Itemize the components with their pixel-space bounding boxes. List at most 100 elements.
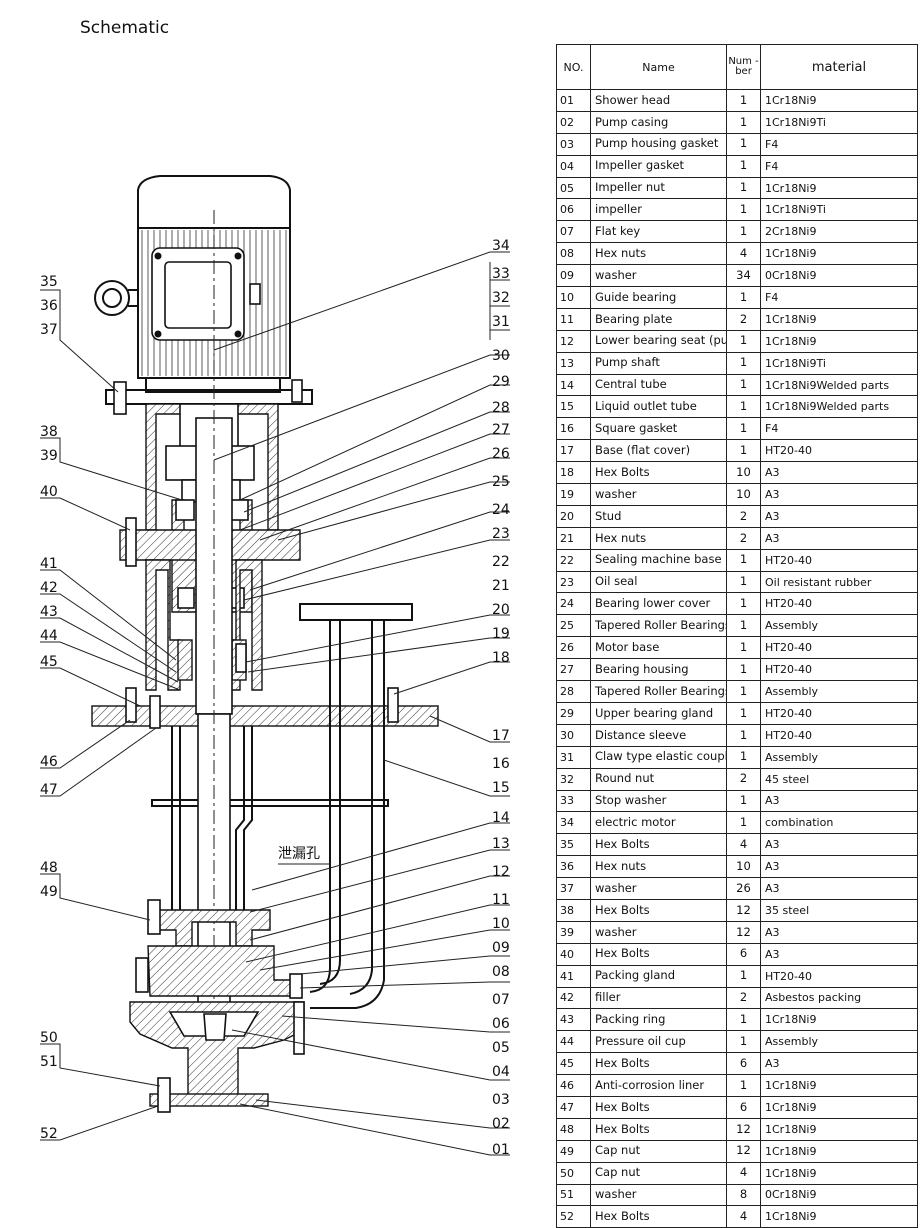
- cell-no: 07: [556, 220, 591, 244]
- cell-no: 42: [556, 986, 591, 1010]
- cell-number: 1: [726, 395, 761, 419]
- cell-name: Lower bearing seat (pump base): [590, 329, 727, 353]
- cell-no: 52: [556, 1205, 591, 1228]
- cell-material: 45 steel: [760, 767, 918, 791]
- header-number: Num -ber: [726, 44, 761, 90]
- cell-material: A3: [760, 483, 918, 506]
- cell-number: 1: [726, 548, 761, 572]
- cell-number: 34: [726, 264, 761, 288]
- pump-base: [135, 899, 303, 999]
- cell-no: 38: [556, 898, 591, 922]
- callout-03: 03: [492, 1092, 510, 1108]
- cell-no: 06: [556, 198, 591, 222]
- cell-material: HT20-40: [760, 723, 918, 747]
- cell-number: 1: [726, 723, 761, 747]
- base-flat-cover: [91, 687, 439, 807]
- central-tube: [171, 726, 253, 910]
- cell-material: A3: [760, 855, 918, 879]
- cell-number: 1: [726, 701, 761, 725]
- cell-name: Claw type elastic coupling: [590, 745, 727, 769]
- leak-hole-label: 泄漏孔: [278, 846, 320, 862]
- callout-18: 18: [492, 650, 510, 666]
- cell-material: 1Cr18Ni9: [760, 307, 918, 331]
- cell-no: 17: [556, 439, 591, 463]
- cell-material: A3: [760, 526, 918, 550]
- callout-06: 06: [492, 1016, 510, 1032]
- callout-42: 42: [40, 580, 58, 596]
- callout-14: 14: [492, 810, 510, 826]
- cell-no: 51: [556, 1183, 591, 1207]
- cell-name: electric motor: [590, 811, 727, 835]
- cell-no: 50: [556, 1161, 591, 1185]
- cell-number: 12: [726, 920, 761, 944]
- callout-50: 50: [40, 1030, 58, 1046]
- cell-number: 2: [726, 504, 761, 528]
- cell-no: 01: [556, 89, 591, 112]
- cell-name: washer: [590, 920, 727, 944]
- cell-no: 13: [556, 351, 591, 375]
- cell-material: A3: [760, 1052, 918, 1076]
- cell-material: 1Cr18Ni9: [760, 1161, 918, 1185]
- cell-number: 12: [726, 898, 761, 922]
- cell-name: Bearing plate: [590, 307, 727, 331]
- cell-material: F4: [760, 132, 918, 156]
- cell-material: A3: [760, 504, 918, 528]
- cell-name: Motor base: [590, 636, 727, 660]
- cell-number: 10: [726, 483, 761, 506]
- cell-no: 02: [556, 110, 591, 134]
- cell-no: 32: [556, 767, 591, 791]
- callout-51: 51: [40, 1054, 58, 1070]
- callout-45: 45: [40, 654, 58, 670]
- cell-no: 29: [556, 701, 591, 725]
- callout-48: 48: [40, 860, 58, 876]
- cell-name: Hex Bolts: [590, 833, 727, 857]
- callout-27: 27: [492, 422, 510, 438]
- cell-number: 1: [726, 570, 761, 594]
- cell-material: A3: [760, 833, 918, 857]
- cell-name: Packing ring: [590, 1008, 727, 1032]
- callout-25: 25: [492, 474, 510, 490]
- cell-material: HT20-40: [760, 658, 918, 682]
- cell-name: Hex nuts: [590, 242, 727, 266]
- callout-21: 21: [492, 578, 510, 594]
- callout-02: 02: [492, 1116, 510, 1132]
- cell-name: washer: [590, 264, 727, 288]
- cell-no: 11: [556, 307, 591, 331]
- cell-name: Hex Bolts: [590, 898, 727, 922]
- cell-name: Tapered Roller Bearings: [590, 680, 727, 703]
- cell-no: 10: [556, 286, 591, 309]
- cell-number: 1: [726, 1030, 761, 1054]
- cell-no: 31: [556, 745, 591, 769]
- cell-material: Assembly: [760, 745, 918, 769]
- cell-material: A3: [760, 789, 918, 813]
- callout-19: 19: [492, 626, 510, 642]
- cell-name: Hex Bolts: [590, 942, 727, 966]
- cell-number: 1: [726, 614, 761, 638]
- callout-11: 11: [492, 892, 510, 908]
- cell-no: 48: [556, 1117, 591, 1141]
- cell-no: 49: [556, 1139, 591, 1163]
- cell-material: F4: [760, 417, 918, 441]
- callout-47: 47: [40, 782, 58, 798]
- cell-no: 21: [556, 526, 591, 550]
- cell-name: washer: [590, 483, 727, 506]
- cell-name: Flat key: [590, 220, 727, 244]
- cell-no: 15: [556, 395, 591, 419]
- cell-number: 2: [726, 307, 761, 331]
- cell-number: 1: [726, 198, 761, 222]
